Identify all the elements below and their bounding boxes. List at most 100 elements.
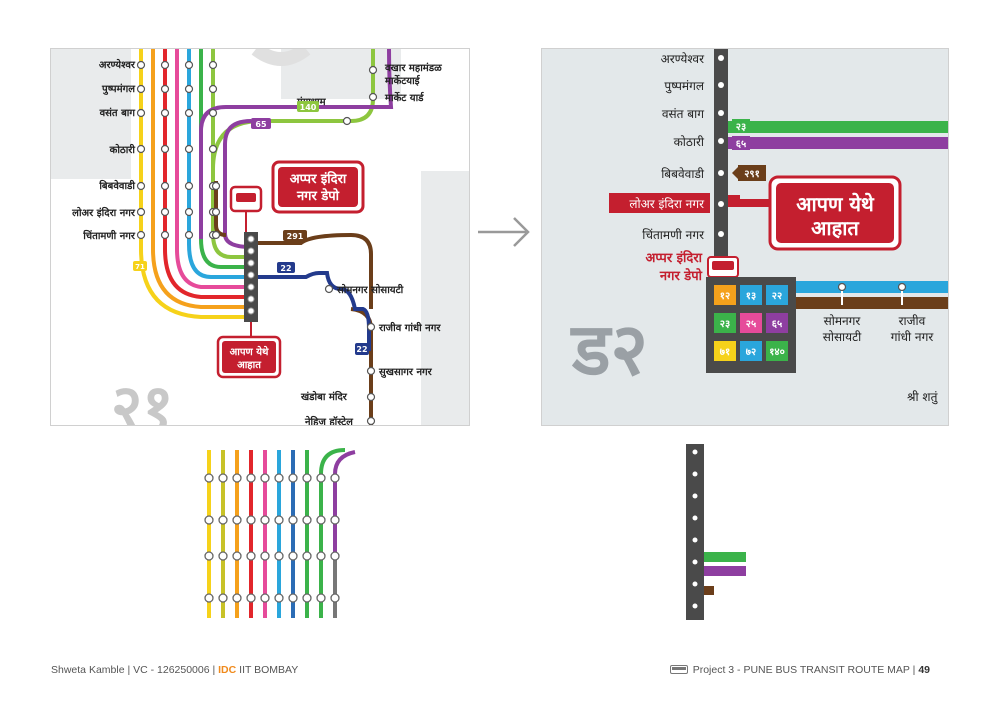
- route-grid-badge-label: २२: [772, 291, 782, 302]
- stop-dot: [232, 473, 242, 483]
- stop-label: बिबवेवाडी: [661, 167, 705, 181]
- stop-dot: [218, 593, 228, 603]
- page-number: 49: [918, 664, 930, 676]
- stop-dot: [260, 551, 270, 561]
- route-grid-badge: [740, 341, 762, 361]
- stop-label: खंडोबा मंदिर: [300, 390, 348, 403]
- line-style-detail-left: [195, 444, 365, 624]
- stop-dot: [218, 473, 228, 483]
- stop-label: मार्केट यार्ड: [384, 91, 425, 104]
- footer-project-title: Project 3 - PUNE BUS TRANSIT ROUTE MAP |: [692, 664, 919, 676]
- zone-label: ड२: [570, 307, 648, 391]
- route-grid-badge-label: १३: [746, 291, 756, 302]
- current-stop-highlight: [609, 193, 710, 213]
- stop-dot: [302, 515, 312, 525]
- stop-label: गांधी नगर: [891, 330, 935, 344]
- route-line-green: [728, 121, 948, 133]
- footer-author: Shweta Kamble | VC - 126250006 | IDC IIT…: [51, 664, 298, 676]
- route-line-purple: [728, 137, 948, 149]
- route-grid-badge-label: १२: [720, 291, 730, 302]
- stop-label: लोअर इंदिरा नगर: [71, 206, 136, 219]
- stop-dot: [274, 551, 284, 561]
- route-line-red: [163, 49, 251, 299]
- route-badge: 291: [287, 232, 304, 241]
- you-are-here-text: आहात: [811, 216, 860, 240]
- stop-dot: [246, 473, 256, 483]
- you-are-here-text: आहात: [237, 360, 262, 371]
- stop-dot: [232, 515, 242, 525]
- zone-watermark: २१: [111, 372, 173, 426]
- you-are-here-text: आपण येथे: [796, 192, 875, 216]
- route-line-yellow: [139, 49, 251, 319]
- stop-label: पुष्पमंगल: [101, 83, 136, 95]
- route-grid-badge-label: ७१: [720, 347, 730, 358]
- footer-institute: IIT BOMBAY: [236, 664, 299, 676]
- route-grid-badge-label: २५: [746, 319, 756, 330]
- stop-label: बिबवेवाडी: [98, 179, 135, 192]
- stop-dot: [288, 473, 298, 483]
- route-badge: 65: [255, 120, 267, 129]
- stop-label: मार्केटयाई: [384, 74, 421, 87]
- route-grid-badge: [766, 341, 788, 361]
- route-grid-badge: [714, 313, 736, 333]
- footer-author-text: Shweta Kamble | VC - 126250006 |: [51, 664, 219, 676]
- stop-dot: [274, 515, 284, 525]
- stop-label: श्री शतुं: [907, 390, 939, 405]
- stop-dot: [274, 593, 284, 603]
- stop-dot: [330, 473, 340, 483]
- route-badge: 22: [280, 264, 291, 273]
- route-grid-badge: [766, 285, 788, 305]
- stop-dot: [330, 593, 340, 603]
- stop-label: वसंत बाग: [99, 107, 136, 119]
- stop-label: सुखसागर नगर: [378, 367, 433, 378]
- route-line-blue: [187, 49, 251, 279]
- route-badge: २९१: [744, 169, 760, 180]
- route-grid-badge: [714, 285, 736, 305]
- stop-label: राजीव गांधी नगर: [378, 321, 441, 334]
- depot-title: नगर डेपो: [296, 188, 340, 204]
- stop-dot: [288, 515, 298, 525]
- stop-dot: [204, 593, 214, 603]
- stop-dot: [246, 515, 256, 525]
- route-grid-badge-label: ६५: [772, 319, 782, 330]
- stop-dot: [218, 515, 228, 525]
- stop-label: चिंतामणी नगर: [642, 228, 705, 242]
- stop-dot: [316, 515, 326, 525]
- route-line-orange: [151, 49, 251, 309]
- stop-dot: [288, 551, 298, 561]
- stop-label: सोमनगर सोसायटी: [336, 283, 404, 296]
- depot-title: अप्पर इंदिरा: [290, 171, 347, 187]
- stop-dot: [302, 593, 312, 603]
- route-grid-badge-label: २३: [720, 319, 730, 330]
- line-style-detail-right: [680, 440, 760, 622]
- bus-icon: [669, 665, 688, 674]
- stop-label: चिंतामणी नगर: [82, 229, 136, 242]
- right-detail-map: ड२ अरण्येश्वर पुष्पमंगल वसंत बाग कोठारी …: [541, 48, 949, 426]
- left-route-map: २१ अरण्येश्वर पुष्पमंगल वसंत बाग कोठारी …: [50, 48, 470, 426]
- stop-dot: [204, 473, 214, 483]
- route-line-brown: [792, 297, 948, 309]
- route-badge: 71: [135, 263, 145, 271]
- stop-dot: [274, 473, 284, 483]
- route-line-pink: [175, 49, 251, 289]
- stop-label: पुष्पमंगल: [664, 79, 704, 94]
- stop-dot: [260, 515, 270, 525]
- depot-title: अप्पर इंदिरा: [646, 250, 703, 266]
- route-grid-badge: [740, 313, 762, 333]
- stop-dot: [330, 515, 340, 525]
- stop-dot: [288, 593, 298, 603]
- route-grid-badge-label: ७२: [746, 347, 756, 358]
- route-grid-badge: [766, 313, 788, 333]
- route-grid-badge: [740, 285, 762, 305]
- stop-dot: [246, 551, 256, 561]
- route-line-green: [199, 49, 251, 269]
- stop-label: राजीव: [899, 314, 926, 328]
- stop-label: वखार महामंडळ: [384, 62, 442, 74]
- route-line-blue: [792, 281, 948, 293]
- stop-dot: [316, 593, 326, 603]
- stop-dot: [218, 551, 228, 561]
- transition-arrow-icon: [474, 214, 534, 250]
- route-grid-badge: [714, 341, 736, 361]
- stop-dot: [316, 473, 326, 483]
- stop-label: अरण्येश्वर: [661, 52, 706, 66]
